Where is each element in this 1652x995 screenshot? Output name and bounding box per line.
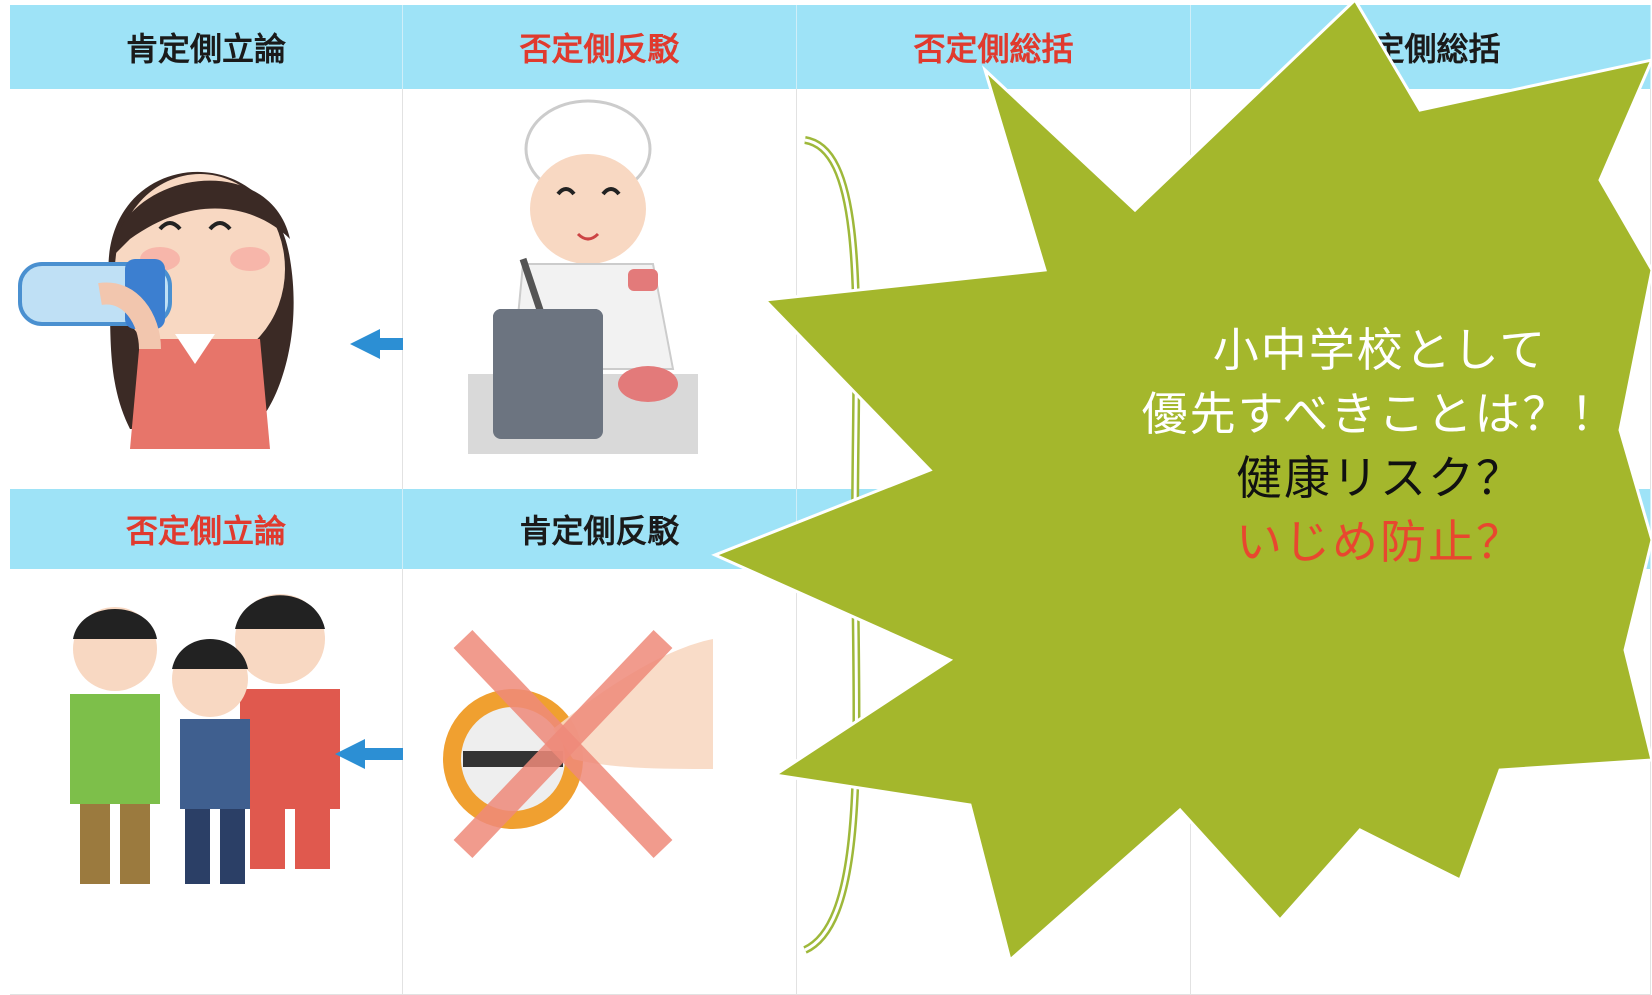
- callout-line1: 小中学校として: [1212, 323, 1548, 377]
- callout-line4: いじめ防止？: [1236, 515, 1524, 569]
- school-lunch-staff-illustration: [468, 99, 698, 454]
- callout-text: 小中学校として 優先すべきことは？！ 健康リスク？ いじめ防止？: [1070, 318, 1652, 574]
- header-negative-constructive: 否定側立論: [10, 489, 403, 569]
- header-label: 否定側反駁: [519, 30, 680, 68]
- cell-r2c1: [10, 569, 455, 995]
- callout-line2: 優先すべきことは？！: [1141, 387, 1619, 441]
- no-coin-payment-illustration: [443, 630, 713, 858]
- header-label: 否定側総括: [913, 30, 1074, 68]
- cell-r2c2: [403, 569, 797, 995]
- header-negative-rebuttal: 否定側反駁: [403, 5, 797, 89]
- cell-r1c2: [403, 89, 797, 490]
- header-label: 肯定側立論: [125, 30, 286, 68]
- header-label: 否定側立論: [125, 512, 286, 550]
- bullying-illustration: [70, 594, 340, 884]
- cell-r1c1: [10, 89, 510, 490]
- girl-drinking-illustration: [18, 171, 294, 449]
- callout-line3: 健康リスク？: [1236, 451, 1524, 505]
- header-label: 肯定側反駁: [519, 512, 680, 550]
- header-negative-summary: 否定側総括: [797, 5, 1191, 89]
- header-affirmative-constructive: 肯定側立論: [10, 5, 403, 89]
